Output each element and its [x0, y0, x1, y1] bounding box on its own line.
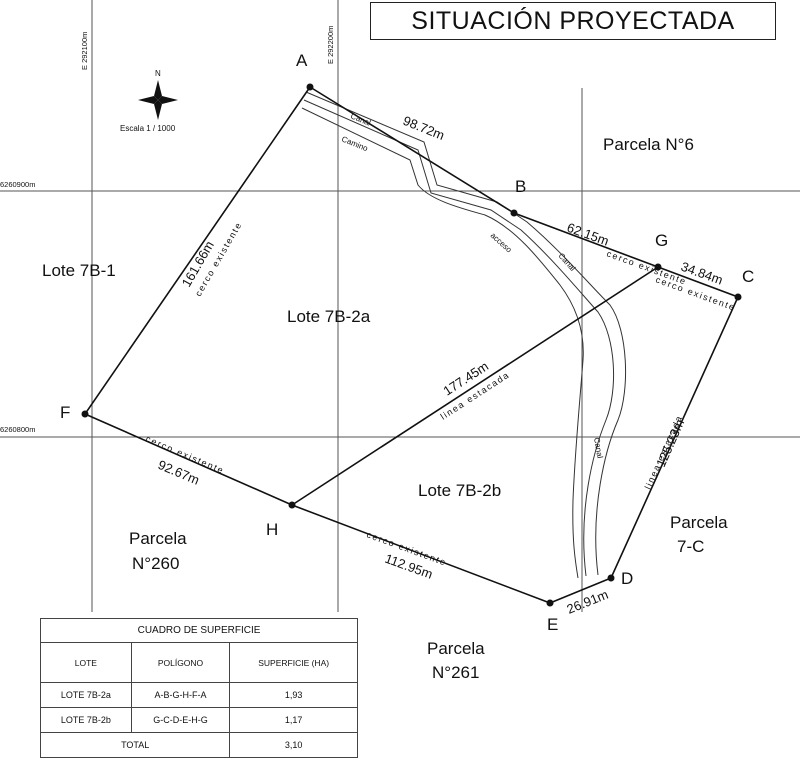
vertex-label-g: G	[655, 231, 668, 250]
page-title: SITUACIÓN PROYECTADA	[370, 2, 776, 40]
table-row: LOTE 7B-2b G-C-D-E-H-G 1,17	[40, 707, 358, 734]
table-cell-lote: LOTE 7B-2a	[40, 682, 132, 709]
vertex-g	[654, 263, 662, 271]
surface-table-title: CUADRO DE SUPERFICIE	[40, 618, 358, 643]
table-cell-lote: LOTE 7B-2b	[40, 707, 132, 734]
vertices	[81, 83, 742, 607]
vertex-label-d: D	[621, 569, 633, 588]
area-parcela-6: Parcela N°6	[603, 135, 694, 154]
surface-table-header-poligono: POLÍGONO	[130, 641, 231, 684]
area-parcela-261-line1: Parcela	[427, 639, 485, 658]
page-title-text: SITUACIÓN PROYECTADA	[411, 6, 735, 35]
vertex-d	[607, 574, 615, 582]
north-arrow-icon: N	[138, 69, 178, 120]
table-total-label: TOTAL	[39, 732, 231, 758]
label-estacada-cd: linea estacada	[643, 413, 685, 491]
canal-road	[301, 91, 627, 579]
distance-bg: 62.15m	[565, 220, 611, 249]
label-cerco-gc: cerco existente	[654, 274, 737, 312]
table-cell-superficie: 1,93	[229, 682, 358, 709]
table-row-total: TOTAL 3,10	[39, 732, 358, 758]
vertex-h	[288, 501, 296, 509]
vertex-e	[546, 599, 554, 607]
dividing-line-gh	[291, 266, 659, 506]
vertex-f	[81, 410, 89, 418]
vertex-label-f: F	[60, 403, 70, 422]
north-letter: N	[155, 69, 161, 78]
area-lote-7b2a: Lote 7B-2a	[287, 307, 371, 326]
surface-table-header-superficie: SUPERFICIE (HA)	[229, 641, 358, 684]
grid-label-n2: 6260800m	[0, 425, 35, 434]
table-cell-poligono: A-B-G-H-F-A	[130, 682, 231, 709]
surface-table-header-lote: LOTE	[40, 641, 132, 684]
grid-label-e1: E 292100m	[80, 32, 89, 70]
surface-table: CUADRO DE SUPERFICIE LOTE POLÍGONO SUPER…	[39, 618, 358, 758]
label-canal-low: Canal	[592, 437, 605, 459]
distance-ab: 98.72m	[401, 113, 447, 143]
vertex-label-c: C	[742, 267, 754, 286]
grid-label-n1: 6260900m	[0, 180, 35, 189]
table-total-value: 3,10	[229, 732, 358, 758]
vertex-label-a: A	[296, 51, 308, 70]
vertex-label-b: B	[515, 177, 526, 196]
area-parcela-7c-line1: Parcela	[670, 513, 728, 532]
table-cell-superficie: 1,17	[229, 707, 358, 734]
vertex-label-e: E	[547, 615, 558, 634]
vertex-c	[734, 293, 742, 301]
table-cell-poligono: G-C-D-E-H-G	[130, 707, 231, 734]
area-parcela-261-line2: N°261	[432, 663, 479, 682]
surface-table-grid: CUADRO DE SUPERFICIE LOTE POLÍGONO SUPER…	[39, 618, 358, 758]
vertex-b	[510, 209, 518, 217]
area-parcela-260-line2: N°260	[132, 554, 179, 573]
label-acceso: acceso	[489, 231, 514, 255]
area-lote-7b2b: Lote 7B-2b	[418, 481, 501, 500]
table-row: LOTE 7B-2a A-B-G-H-F-A 1,93	[40, 682, 358, 709]
area-parcela-7c-line2: 7-C	[677, 537, 704, 556]
area-parcela-260-line1: Parcela	[129, 529, 187, 548]
vertex-label-h: H	[266, 520, 278, 539]
scale-label: Escala 1 / 1000	[120, 124, 176, 133]
grid-label-e2: E 292200m	[326, 26, 335, 64]
distance-de: 26.91m	[565, 587, 611, 617]
label-canal-mid: Canal	[557, 251, 578, 273]
area-lote-7b1: Lote 7B-1	[42, 261, 116, 280]
label-camino: Camino	[340, 135, 369, 154]
vertex-a	[306, 83, 314, 91]
